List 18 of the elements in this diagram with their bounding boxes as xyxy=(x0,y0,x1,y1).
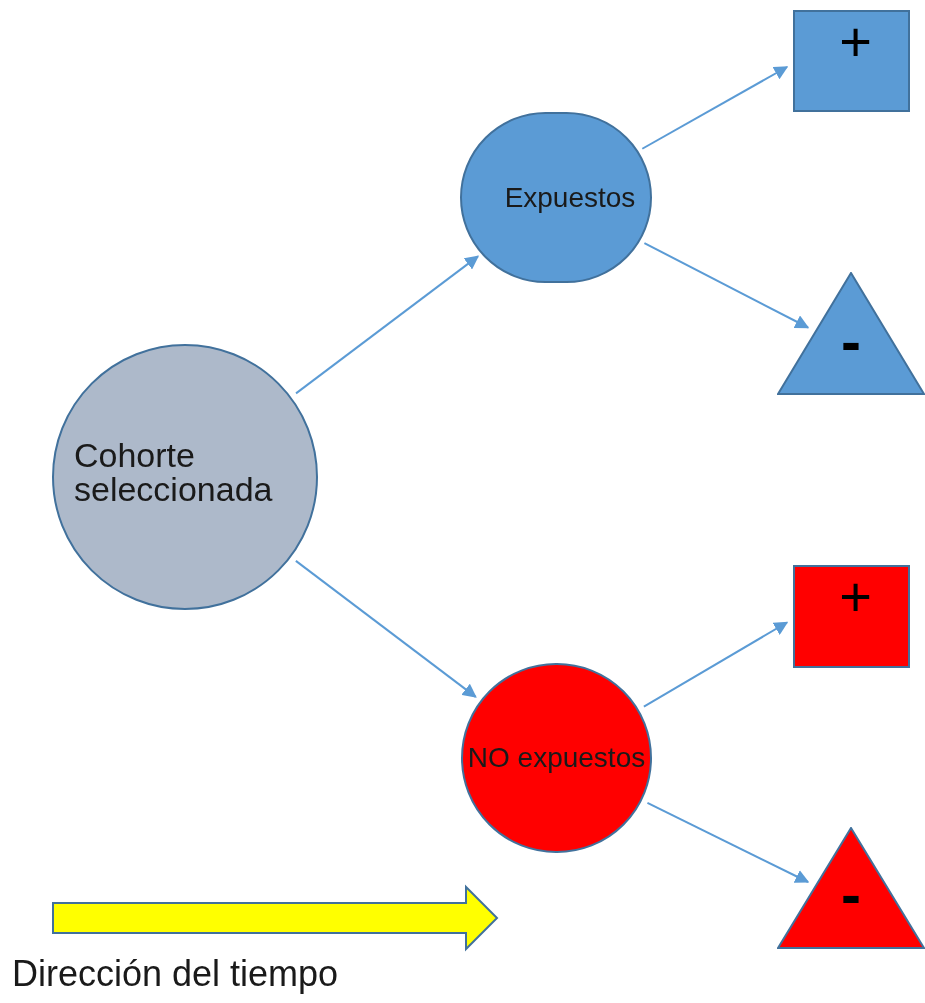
node-label: + xyxy=(839,569,872,625)
triangle-node xyxy=(777,827,925,949)
square-node xyxy=(793,10,910,112)
node-label: + xyxy=(839,14,872,70)
node-label: - xyxy=(841,312,861,372)
direction-label: Dirección del tiempo xyxy=(12,956,339,992)
node-label: NO expuestos xyxy=(467,744,646,772)
arrow xyxy=(641,66,789,150)
square-node xyxy=(793,565,910,668)
arrow xyxy=(642,621,789,708)
arrow xyxy=(294,559,477,698)
node-label: - xyxy=(841,865,861,925)
arrow xyxy=(643,242,810,329)
arrow xyxy=(646,801,810,883)
triangle-node xyxy=(777,272,925,395)
arrow xyxy=(295,255,480,395)
node-label: Cohorte seleccionada xyxy=(74,438,274,506)
node-label: Expuestos xyxy=(504,183,636,212)
